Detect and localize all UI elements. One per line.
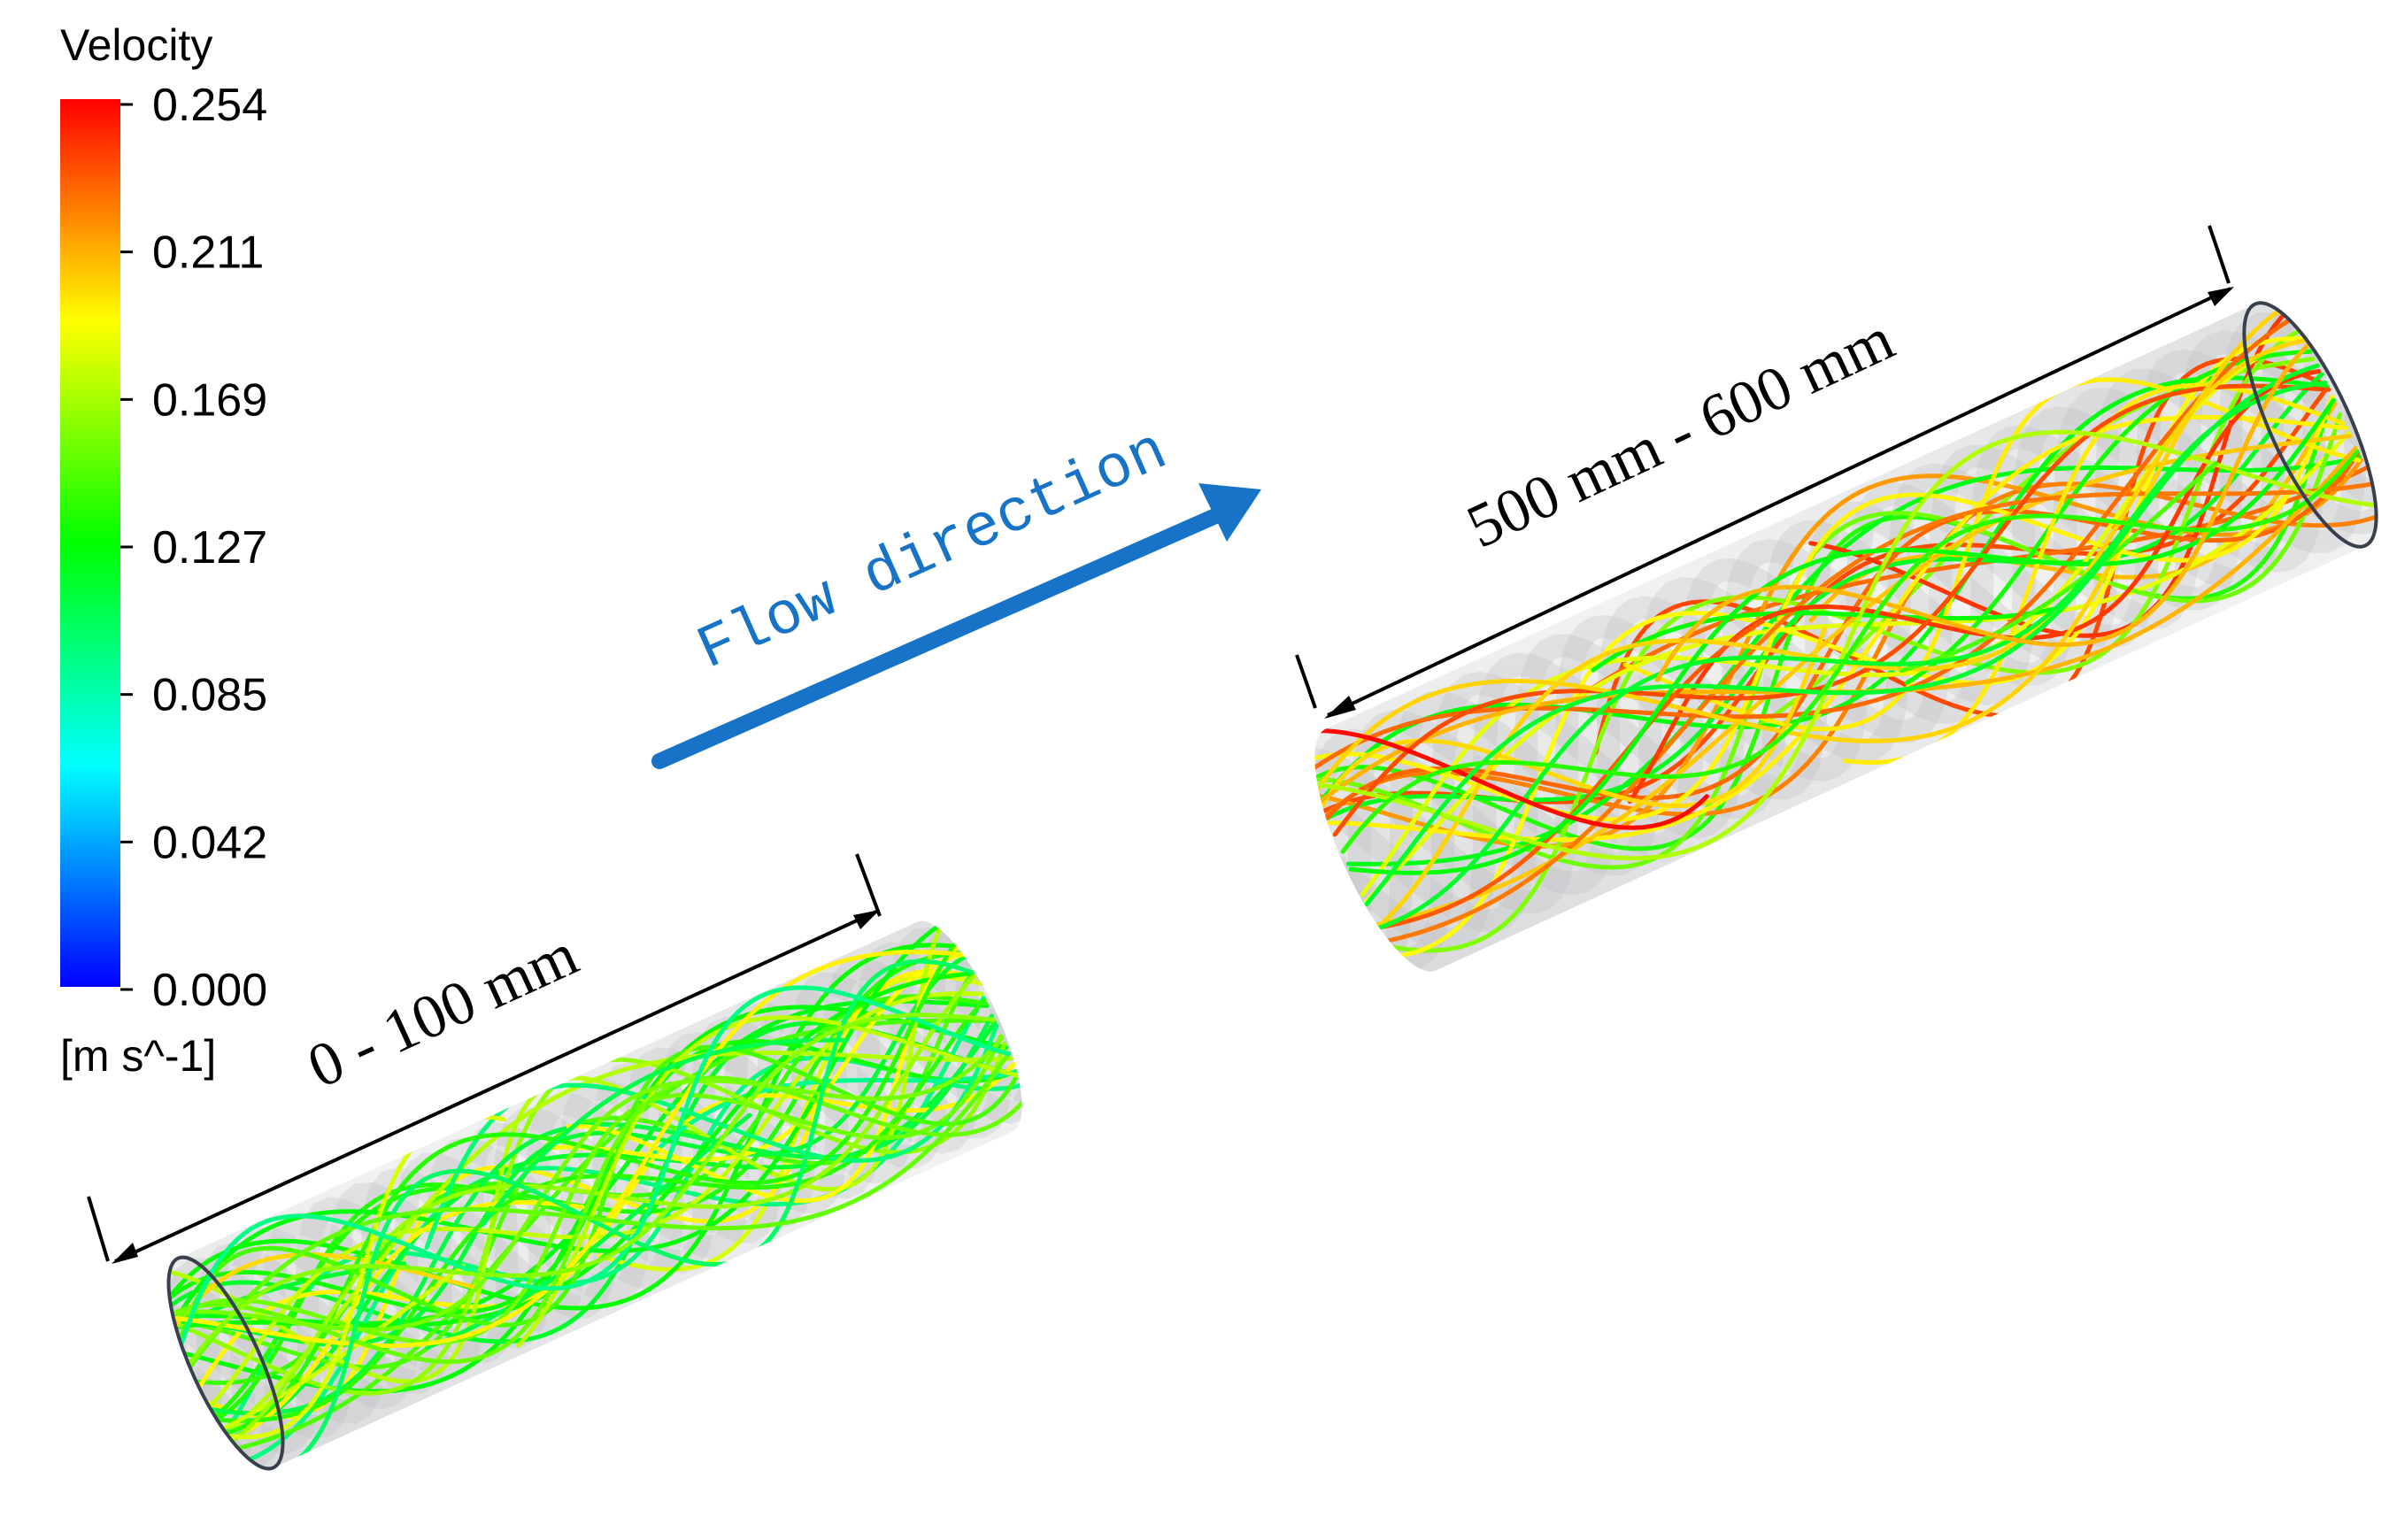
streamline: [1375, 619, 1766, 930]
pipe-segment-first: [166, 920, 1022, 1471]
legend-tick-label: 0.254: [152, 80, 267, 131]
streamline: [1332, 383, 2331, 837]
streamline: [176, 1044, 1021, 1347]
dimension-tick-left: [87, 1196, 110, 1262]
flow-arrow-head: [1198, 483, 1261, 542]
velocity-legend: Velocity 0.2540.2110.1690.1270.0850.0420…: [60, 20, 267, 1081]
flow-arrow-shaft: [651, 505, 1229, 769]
streamline: [1314, 728, 1709, 830]
legend-title: Velocity: [60, 20, 212, 70]
streamline: [168, 950, 967, 1349]
streamline: [549, 951, 971, 1162]
dimension-tick-left: [1295, 654, 1317, 709]
streamline: [168, 1036, 1005, 1333]
streamline: [218, 1055, 1022, 1440]
flow-direction-arrow: [651, 483, 1261, 769]
legend-tick-label: 0.127: [152, 522, 267, 574]
streamlines-second: [1314, 303, 2377, 959]
streamline: [516, 1015, 1021, 1348]
wall-band: [168, 986, 1014, 1455]
streamline: [1314, 396, 2335, 851]
legend-tick-label: 0.169: [152, 374, 267, 426]
dimension-tick-right: [2208, 225, 2231, 284]
streamline: [205, 1013, 994, 1416]
dimension-arrowhead-left: [112, 1243, 138, 1264]
streamline: [1314, 303, 2292, 795]
streamline: [1654, 340, 2314, 682]
dimension-second: [1295, 225, 2234, 719]
legend-ticks: 0.254 0.211 0.169 0.127 0.085 0.042 0.000: [120, 80, 267, 1016]
dimension-arrowhead-right: [853, 910, 880, 929]
dimension-label-first: 0 - 100 mm: [298, 920, 588, 1102]
legend-colorbar: [60, 99, 120, 987]
legend-tick-label: 0.042: [152, 817, 267, 868]
streamline: [210, 997, 987, 1423]
pipe-segment-second: [1314, 301, 2378, 972]
streamline: [1340, 450, 2360, 854]
legend-tick-label: 0.085: [152, 670, 267, 721]
legend-unit: [m s^-1]: [60, 1031, 216, 1081]
streamline: [177, 985, 1012, 1351]
streamline: [234, 959, 975, 1469]
dimension-line: [114, 910, 877, 1263]
streamline: [1364, 363, 2320, 906]
pipe-inlet-rim: [166, 1255, 285, 1471]
streamline: [187, 1051, 1012, 1371]
dimension-arrowhead-left: [1324, 696, 1356, 719]
streamline: [1376, 381, 2328, 931]
streamline: [185, 1013, 996, 1368]
streamline: [215, 1263, 466, 1434]
streamline: [1899, 461, 2218, 674]
streamline: [425, 1113, 752, 1350]
dimension-first: [87, 853, 882, 1264]
streamline: [597, 974, 984, 1272]
streamline: [168, 1042, 1007, 1396]
streamline: [168, 943, 963, 1311]
streamlines-first: [168, 920, 1022, 1469]
dimension-tick-right: [855, 853, 882, 917]
streamline: [1324, 481, 2377, 819]
streamline: [481, 1037, 849, 1227]
streamline: [168, 1075, 1022, 1365]
legend-tick-label: 0.000: [152, 965, 267, 1016]
dimension-line: [1327, 287, 2231, 717]
pipe-outlet-rim: [2242, 301, 2378, 549]
wall-band: [1318, 387, 2368, 952]
dimension-arrowhead-right: [2208, 287, 2234, 306]
streamline: [1314, 429, 2377, 861]
legend-tick-label: 0.211: [152, 227, 264, 279]
